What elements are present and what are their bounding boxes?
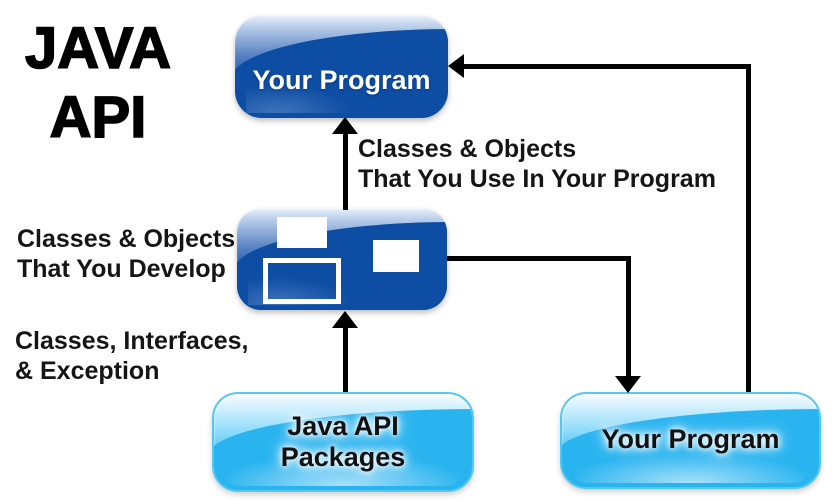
- node-your-program-bottom: Your Program: [560, 392, 821, 489]
- component-rect-outlined: [263, 258, 341, 304]
- edge-components-to-top-line: [343, 132, 348, 210]
- edge-components-to-bottom-v-line: [626, 256, 631, 378]
- edge-packages-to-components-line: [343, 326, 348, 392]
- annotation-classes-interfaces-exception: Classes, Interfaces, & Exception: [15, 326, 248, 386]
- annotation-line-2: That You Develop: [17, 255, 226, 283]
- title-line-1: JAVA: [24, 15, 172, 82]
- node-label: Java API Packages: [214, 411, 472, 473]
- annotation-line-1: Classes & Objects: [17, 225, 236, 253]
- arrowhead-up-icon: [332, 311, 358, 328]
- node-components-box: [237, 208, 447, 310]
- arrowhead-left-icon: [448, 54, 464, 78]
- node-label: Your Program: [252, 65, 431, 95]
- node-your-program-top: Your Program: [235, 15, 448, 118]
- edge-bottom-to-top-h-line: [462, 64, 751, 69]
- annotation-line-2: & Exception: [15, 357, 160, 385]
- node-java-api-packages: Java API Packages: [212, 392, 474, 492]
- annotation-line-1: Classes & Objects: [358, 135, 577, 163]
- page-title: JAVA API: [2, 14, 194, 152]
- component-rect-filled-1: [277, 217, 327, 248]
- annotation-line-2: That You Use In Your Program: [358, 165, 716, 193]
- annotation-classes-you-use: Classes & Objects That You Use In Your P…: [358, 134, 716, 194]
- title-line-2: API: [49, 84, 147, 151]
- arrowhead-down-icon: [615, 376, 641, 393]
- edge-bottom-to-top-v-line: [746, 64, 751, 392]
- arrowhead-up-icon: [332, 117, 358, 134]
- node-label-line-2: Packages: [280, 442, 406, 472]
- component-rect-filled-2: [373, 240, 419, 272]
- annotation-line-1: Classes, Interfaces,: [15, 327, 249, 355]
- node-label-line-1: Java API: [287, 411, 399, 441]
- node-label: Your Program: [601, 424, 780, 454]
- annotation-classes-you-develop: Classes & Objects That You Develop: [17, 224, 235, 284]
- edge-components-to-bottom-h-line: [447, 256, 630, 261]
